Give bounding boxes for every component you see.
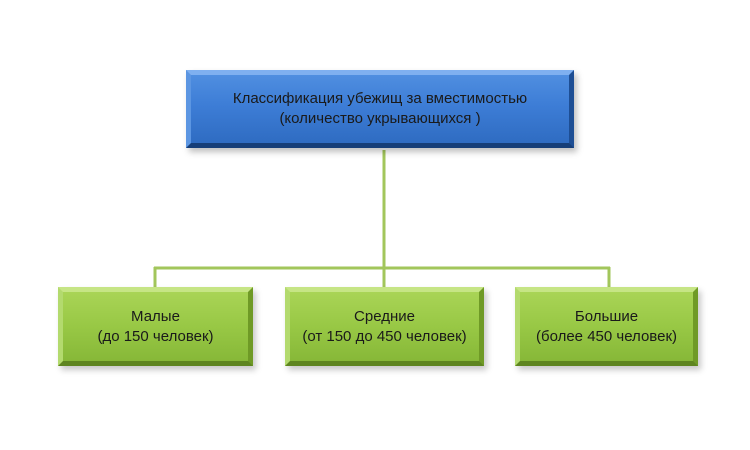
child-node-large-title: Большие — [574, 307, 639, 325]
child-node-large: Большие (более 450 человек) — [515, 287, 698, 366]
child-node-medium-title: Средние — [354, 307, 415, 325]
root-node-title: Классификация убежищ за вместимостью — [232, 90, 528, 107]
child-node-small: Малые (до 150 человек) — [58, 287, 253, 366]
root-node-classification: Классификация убежищ за вместимостью (ко… — [186, 70, 574, 148]
child-node-medium: Средние (от 150 до 450 человек) — [285, 287, 484, 366]
child-node-large-subtitle: (более 450 человек) — [535, 327, 678, 345]
root-node-subtitle: (количество укрывающихся ) — [279, 110, 481, 127]
child-node-small-title: Малые — [131, 307, 180, 325]
child-node-small-subtitle: (до 150 человек) — [97, 327, 214, 345]
child-node-medium-subtitle: (от 150 до 450 человек) — [302, 327, 467, 345]
